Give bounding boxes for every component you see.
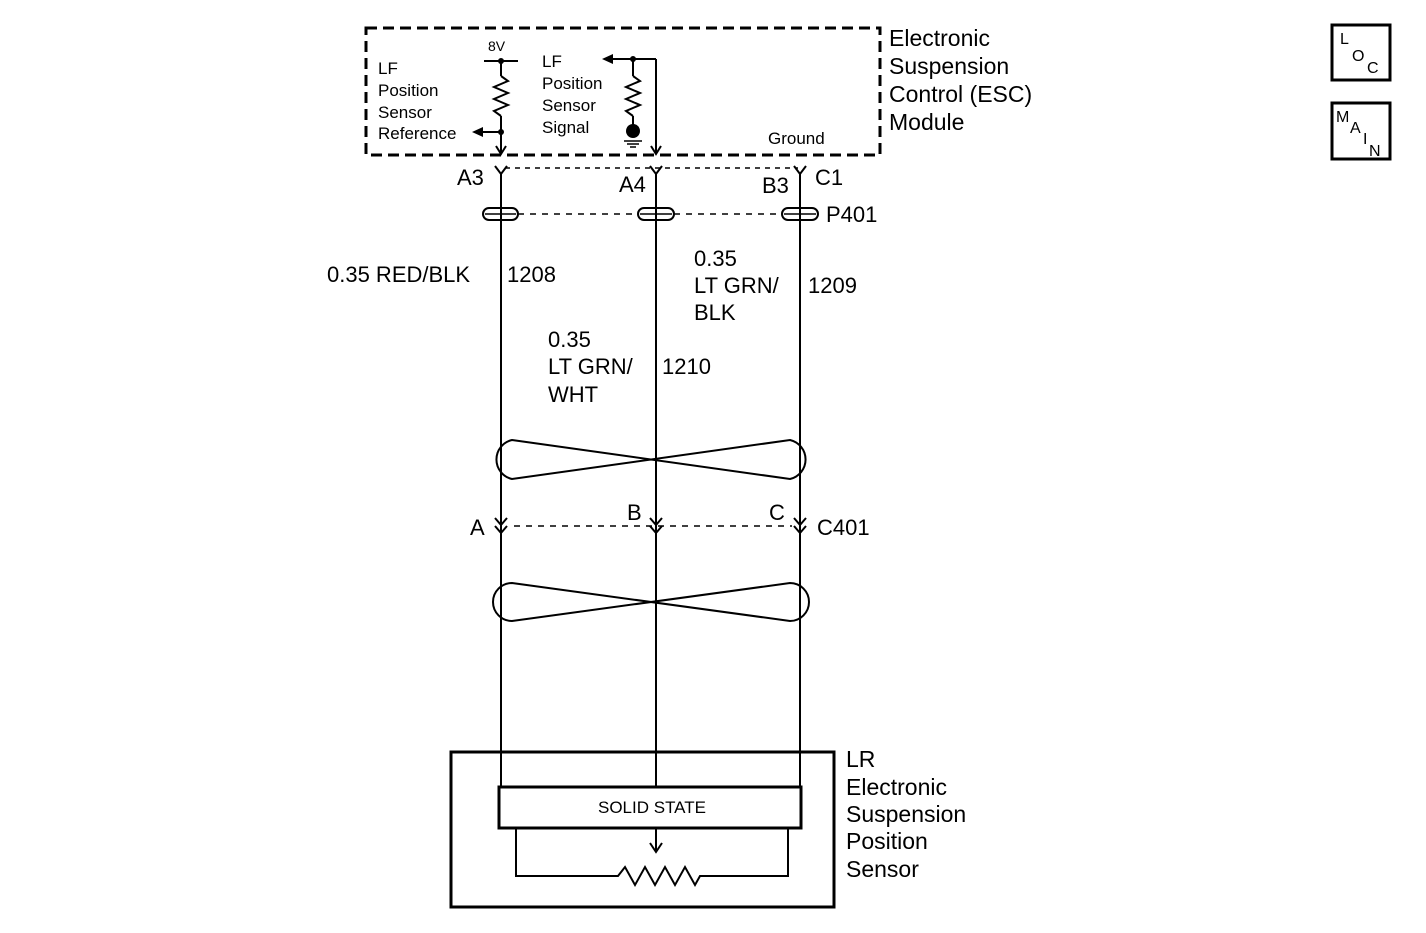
reference-arrow-icon: [472, 127, 483, 137]
signal-label-3: Sensor: [542, 96, 596, 115]
signal-label-1: LF: [542, 52, 562, 71]
sensor-name-1: LR: [846, 746, 875, 772]
wire-1210-color-1: LT GRN/: [548, 354, 634, 379]
pin-b-icon: [649, 517, 663, 527]
module-connector: A3 A4 B3 C1: [457, 165, 843, 198]
pin-a4-label: A4: [619, 172, 646, 197]
pin-b3-label: B3: [762, 173, 789, 198]
main-letter-2: A: [1350, 120, 1361, 137]
signal-arrow-icon: [602, 54, 613, 64]
esc-module-boundary: [364, 26, 882, 157]
esc-module-name-3: Control (ESC): [889, 81, 1032, 107]
signal-label-4: Signal: [542, 118, 589, 137]
sensor-name-3: Suspension: [846, 801, 966, 827]
connector-c401: A B C C401: [470, 500, 870, 540]
esc-module-name-4: Module: [889, 109, 964, 135]
pin-b-label: B: [627, 500, 642, 525]
main-letter-3: I: [1363, 131, 1367, 148]
signal-label-2: Position: [542, 74, 602, 93]
sensor-name-4: Position: [846, 828, 928, 854]
pin-a3-label: A3: [457, 165, 484, 190]
main-letter-1: M: [1336, 109, 1349, 126]
wire-1209-color-2: BLK: [694, 300, 736, 325]
splice-p401: P401: [482, 202, 877, 227]
wire-1209-gauge: 0.35: [694, 246, 737, 271]
wire-1209-color-1: LT GRN/: [694, 273, 780, 298]
esc-module-name-2: Suspension: [889, 53, 1009, 79]
solid-state-label: SOLID STATE: [598, 798, 706, 817]
wire-1209-circuit: 1209: [808, 273, 857, 298]
wire-1208-gauge-color: 0.35 RED/BLK: [327, 262, 470, 287]
pin-a-icon: [494, 517, 508, 527]
reference-label-2: Position: [378, 81, 438, 100]
pin-a4-icon: [649, 165, 663, 176]
pin-c-icon: [793, 517, 807, 527]
main-button[interactable]: M A I N: [1330, 101, 1392, 161]
reference-label-3: Sensor: [378, 103, 432, 122]
signal-circuit: LF Position Sensor Signal: [542, 52, 662, 156]
ground-dot-icon: [626, 124, 640, 138]
reference-label-4: Reference: [378, 124, 456, 143]
lr-position-sensor: SOLID STATE LR Electronic Suspension Pos…: [449, 746, 966, 909]
loc-button[interactable]: L O C: [1330, 23, 1392, 82]
twisted-wires-icon: [495, 438, 807, 481]
pin-a3-icon: [494, 165, 508, 176]
connector-c1-label: C1: [815, 165, 843, 190]
reference-circuit: 8V LF Position Sensor Reference: [378, 38, 518, 156]
splice-p401-label: P401: [826, 202, 877, 227]
voltage-label: 8V: [488, 38, 506, 54]
twisted-wires-icon: [492, 581, 810, 623]
esc-module: Electronic Suspension Control (ESC) Modu…: [364, 25, 1032, 157]
reference-label-1: LF: [378, 59, 398, 78]
loc-button-frame: [1330, 23, 1392, 82]
pin-b3-icon: [793, 165, 807, 176]
pin-arrow-icon: [650, 145, 662, 156]
wire-1210-circuit: 1210: [662, 354, 711, 379]
main-letter-4: N: [1369, 143, 1381, 160]
sensor-name-2: Electronic: [846, 774, 947, 800]
sensor-name-5: Sensor: [846, 856, 919, 882]
ground-label: Ground: [768, 129, 825, 148]
pullup-resistor-icon: [491, 75, 511, 117]
potentiometer-resistor-icon: [515, 828, 789, 888]
wires: 0.35 RED/BLK 1208 0.35 LT GRN/ BLK 1209 …: [327, 174, 857, 787]
main-button-frame: [1330, 101, 1392, 161]
loc-letter-3: C: [1367, 60, 1379, 77]
sensor-housing: [449, 750, 836, 909]
pin-arrow-icon: [495, 145, 507, 156]
pin-c-label: C: [769, 500, 785, 525]
loc-letter-2: O: [1352, 48, 1364, 65]
wiper-arrow-icon: [649, 842, 663, 854]
connector-c401-label: C401: [817, 515, 870, 540]
loc-letter-1: L: [1340, 31, 1349, 48]
pin-a-label: A: [470, 515, 485, 540]
pulldown-resistor-icon: [623, 75, 643, 117]
wire-1208-circuit: 1208: [507, 262, 556, 287]
solid-state-element: [497, 785, 803, 830]
wire-1210-color-2: WHT: [548, 382, 598, 407]
wire-1210-gauge: 0.35: [548, 327, 591, 352]
esc-module-name-1: Electronic: [889, 25, 990, 51]
